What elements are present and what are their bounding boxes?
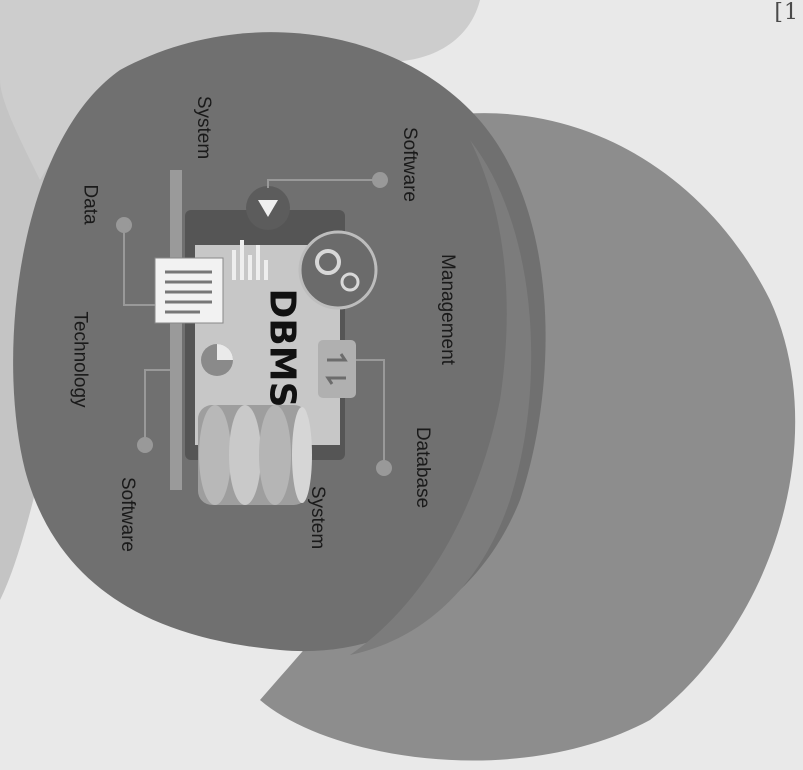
pie-chart-icon bbox=[201, 344, 233, 376]
overlap-shade bbox=[350, 140, 532, 655]
bar-chart-icon bbox=[232, 240, 268, 280]
label-management: Management bbox=[436, 254, 458, 365]
dbms-label: DBMS bbox=[261, 288, 303, 408]
sync-icon bbox=[318, 340, 356, 398]
connector-lines bbox=[116, 172, 392, 476]
label-system-bottom: System bbox=[307, 485, 329, 550]
top-blob bbox=[0, 0, 480, 180]
label-database: Database bbox=[412, 426, 434, 509]
label-system-top: System bbox=[193, 95, 215, 160]
corner-mark: [1 bbox=[774, 0, 799, 25]
label-technology: Technology bbox=[69, 311, 91, 408]
label-software-top: Software bbox=[398, 127, 420, 202]
label-data: Data bbox=[79, 184, 101, 225]
document-icon bbox=[154, 257, 224, 324]
server-stack-icon bbox=[198, 405, 312, 505]
label-software-bottom: Software bbox=[116, 477, 138, 552]
gears-icon bbox=[298, 230, 378, 310]
vertical-bar bbox=[170, 170, 182, 490]
play-icon bbox=[246, 186, 290, 230]
